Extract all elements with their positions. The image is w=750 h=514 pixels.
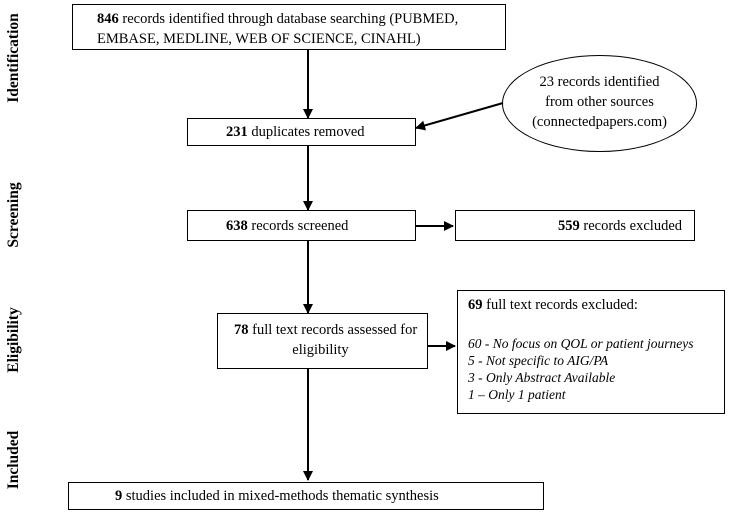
identified-text-line1: records identified through database sear… <box>122 11 459 27</box>
exclusion-reason: 1 – Only 1 patient <box>468 387 566 402</box>
exclusion-reason: 3 - Only Abstract Available <box>468 370 616 385</box>
included-count: 9 <box>115 488 123 504</box>
fulltext-excluded-text: full text records excluded: <box>486 297 638 313</box>
records-identified-box: 846 records identified through database … <box>72 4 506 50</box>
assessed-text-line2: eligibility <box>292 342 349 358</box>
excluded-text: records excluded <box>583 218 683 234</box>
other-sources-line1: 23 records identified <box>539 74 660 90</box>
other-sources-ellipse: 23 records identified from other sources… <box>502 55 697 152</box>
records-screened-box: 638 records screened <box>187 210 416 241</box>
fulltext-excluded-count: 69 <box>468 297 483 313</box>
included-text: studies included in mixed-methods themat… <box>125 488 439 504</box>
other-sources-line3: (connectedpapers.com) <box>532 114 667 130</box>
duplicates-removed-box: 231 duplicates removed <box>187 118 416 146</box>
duplicates-count: 231 <box>226 124 248 140</box>
screened-text: records screened <box>251 218 349 234</box>
exclusion-reason: 5 - Not specific to AIG/PA <box>468 353 609 368</box>
excluded-count: 559 <box>558 218 580 234</box>
assessed-count: 78 <box>234 322 249 338</box>
records-excluded-box: 559 records excluded <box>455 210 695 241</box>
fulltext-excluded-box: 69 full text records excluded: 60 - No f… <box>457 290 725 414</box>
duplicates-text: duplicates removed <box>251 124 365 140</box>
identified-text-line2: EMBASE, MEDLINE, WEB OF SCIENCE, CINAHL) <box>97 31 421 47</box>
studies-included-box: 9 studies included in mixed-methods them… <box>68 482 544 510</box>
fulltext-assessed-box: 78 full text records assessed for eligib… <box>217 313 428 369</box>
exclusion-reason: 60 - No focus on QOL or patient journeys <box>468 336 694 351</box>
other-sources-line2: from other sources <box>545 94 654 110</box>
identified-count: 846 <box>97 11 119 27</box>
assessed-text-line1: full text records assessed for <box>252 322 418 338</box>
arrow-other-sources-to-duplicates <box>415 102 504 131</box>
screened-count: 638 <box>226 218 248 234</box>
